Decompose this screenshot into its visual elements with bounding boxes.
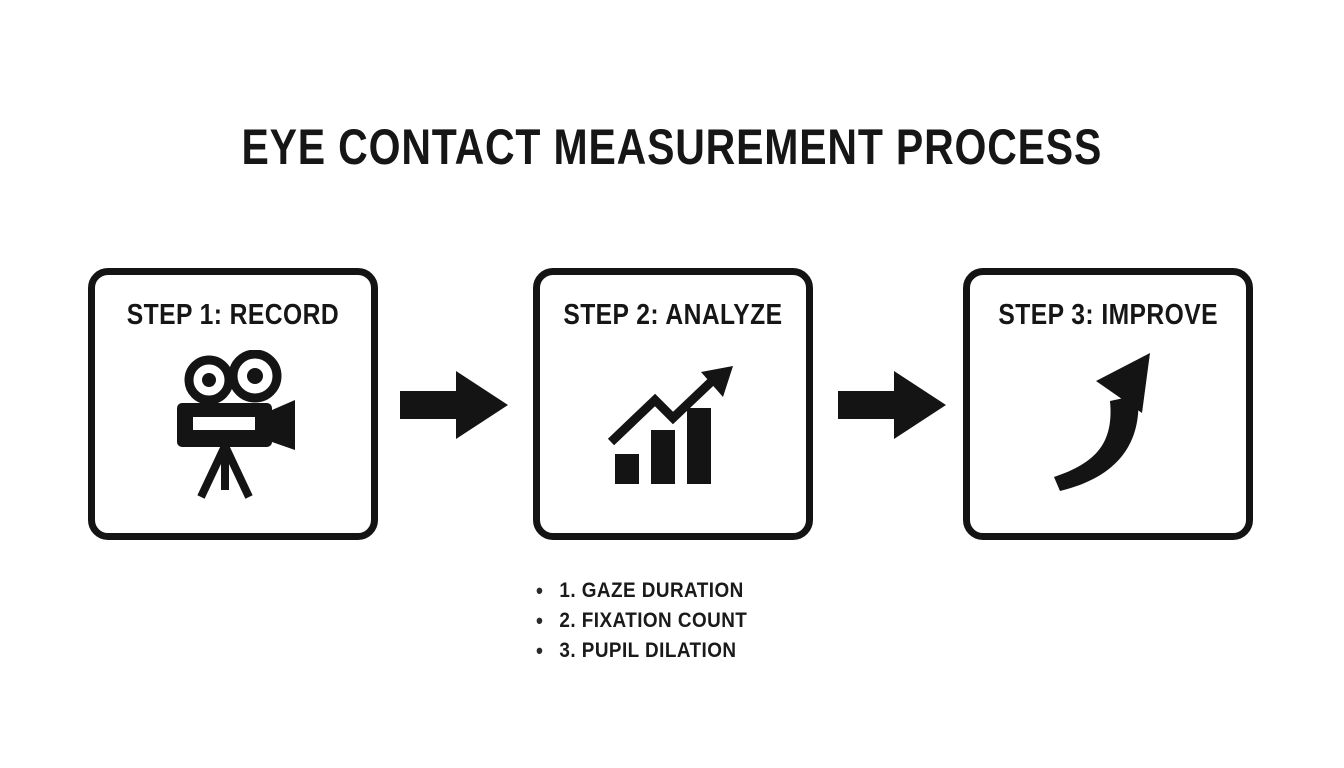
step-box-improve: STEP 3: IMPROVE	[963, 268, 1253, 540]
metric-label: 1. GAZE DURATION	[559, 579, 744, 602]
list-item: • 2. FIXATION COUNT	[536, 606, 747, 636]
metric-label: 2. FIXATION COUNT	[559, 609, 748, 632]
list-item: • 3. PUPIL DILATION	[536, 636, 747, 666]
page-title-text: EYE CONTACT MEASUREMENT PROCESS	[241, 119, 1103, 175]
step-box-analyze: STEP 2: ANALYZE	[533, 268, 813, 540]
growth-chart-icon	[607, 332, 739, 533]
list-item: • 1. GAZE DURATION	[536, 576, 747, 606]
curved-up-arrow-icon	[1038, 332, 1178, 533]
video-camera-icon	[167, 332, 299, 533]
step-box-record: STEP 1: RECORD	[88, 268, 378, 540]
step-label: STEP 1: RECORD	[126, 299, 340, 331]
flow-arrow-icon	[838, 365, 948, 445]
flow-arrow-icon	[400, 365, 510, 445]
bullet-icon: •	[536, 608, 543, 633]
step-label: STEP 2: ANALYZE	[563, 299, 783, 331]
bullet-icon: •	[536, 578, 543, 603]
bullet-icon: •	[536, 638, 543, 663]
page-title: EYE CONTACT MEASUREMENT PROCESS	[0, 118, 1344, 176]
metrics-list: • 1. GAZE DURATION • 2. FIXATION COUNT •…	[536, 576, 747, 666]
step-label: STEP 3: IMPROVE	[998, 299, 1218, 331]
metric-label: 3. PUPIL DILATION	[559, 639, 737, 662]
